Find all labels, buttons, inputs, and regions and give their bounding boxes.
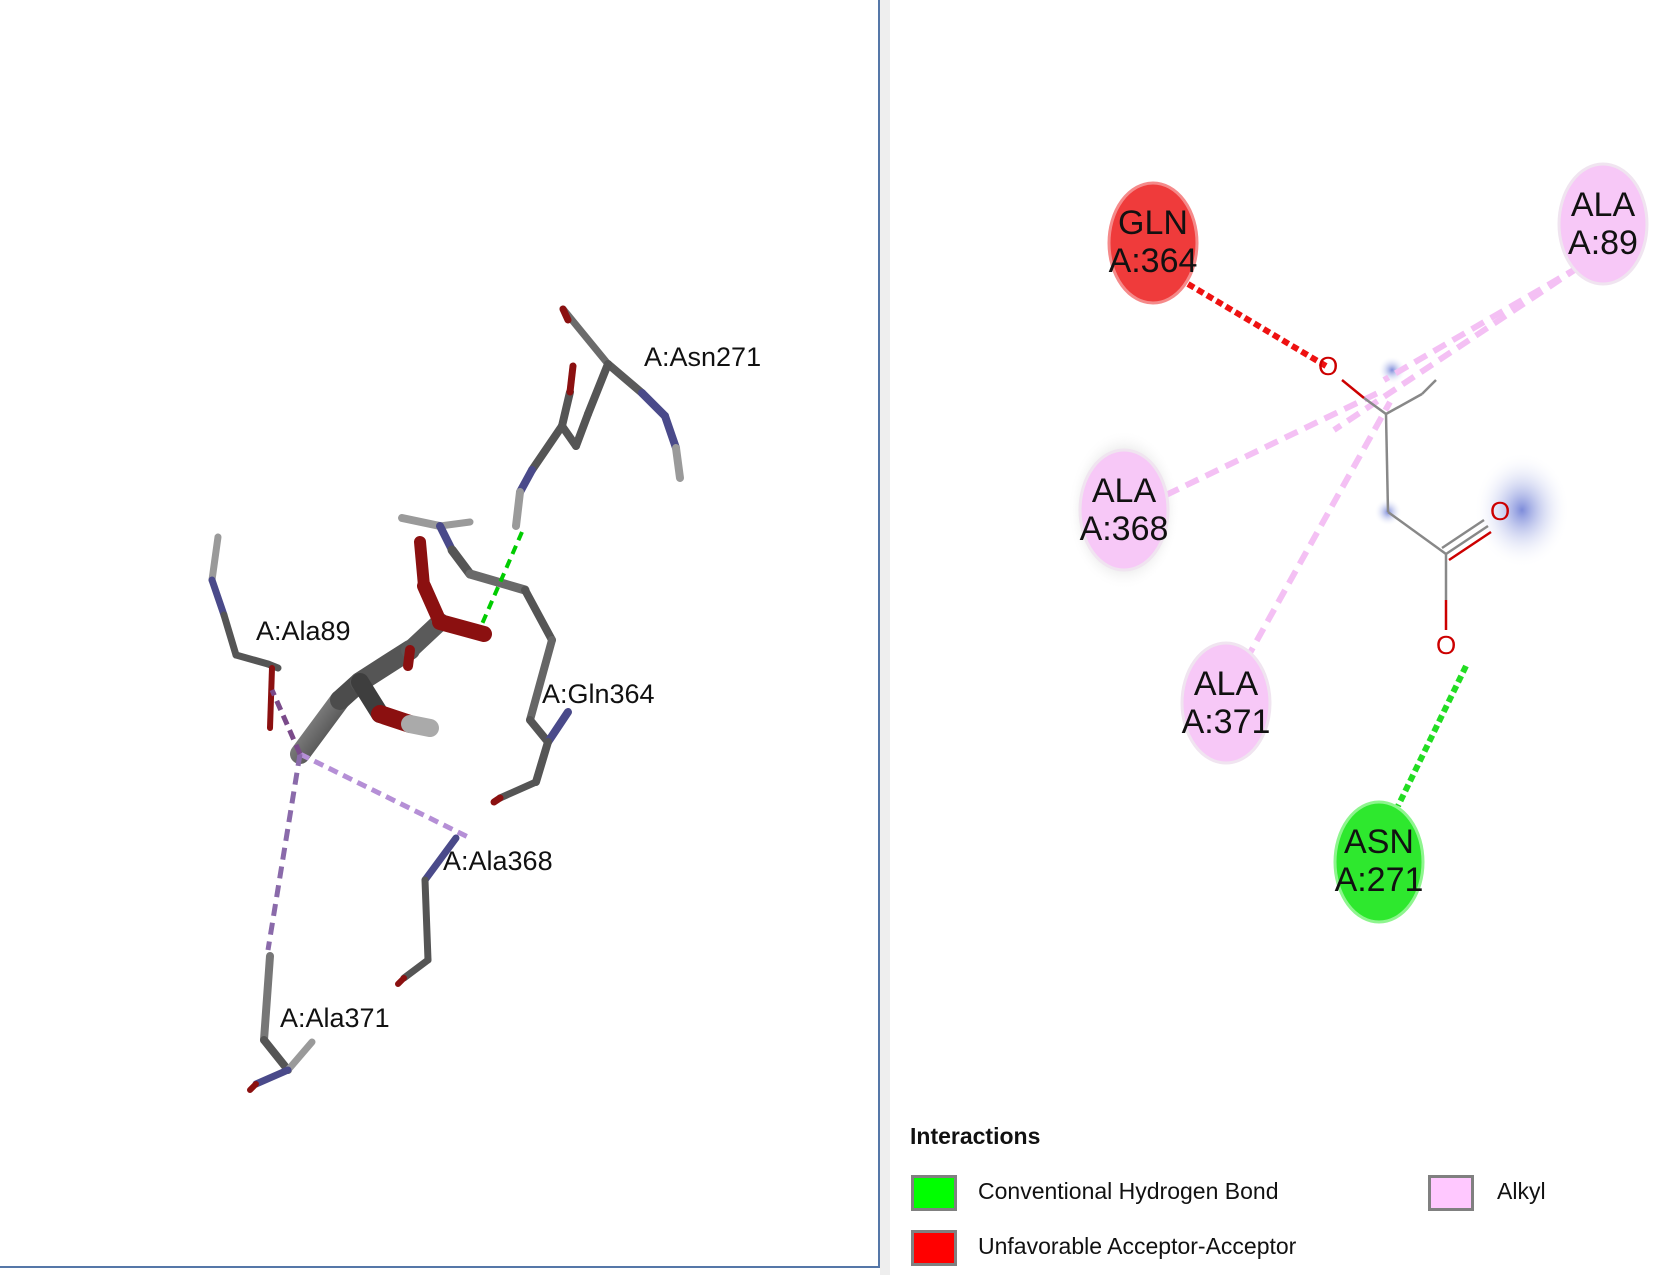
legend-label-hbond: Conventional Hydrogen Bond — [978, 1178, 1279, 1204]
ligand-sticks — [290, 536, 492, 764]
acceptor-acceptor-line — [1186, 281, 1328, 369]
3d-view-panel[interactable]: A:Asn271 A:Ala89 A:Gln364 A:Ala368 A:Ala… — [0, 0, 880, 1268]
3d-view-canvas: A:Asn271 A:Ala89 A:Gln364 A:Ala368 A:Ala… — [208, 305, 761, 1093]
residue-name: ALA — [1092, 472, 1157, 510]
3d-interaction-lines — [265, 531, 524, 951]
alkyl-line — [1332, 264, 1581, 433]
residue-disc — [1107, 181, 1199, 305]
residue-name: ASN — [1344, 823, 1414, 861]
2d-diagram-canvas: O O O GLN A:364 ALA A:89 ALA A:368 ALA — [1068, 162, 1649, 924]
label-ala89-3d: A:Ala89 — [256, 616, 351, 646]
oxygen-atom-label: O — [1436, 630, 1456, 660]
hbond-dash-3d — [480, 531, 524, 625]
residue-id: A:271 — [1335, 861, 1424, 899]
residue-name: ALA — [1571, 186, 1636, 224]
residue-disc — [1557, 162, 1649, 286]
residue-ala371[interactable]: ALA A:371 — [1180, 641, 1272, 765]
2d-interaction-lines — [1164, 264, 1581, 808]
label-ala368-3d: A:Ala368 — [443, 846, 553, 876]
legend-swatch-acceptor-acceptor — [911, 1230, 957, 1266]
legend-swatch-hbond — [911, 1175, 957, 1211]
residue-disc — [1180, 641, 1272, 765]
residue-id: A:371 — [1182, 703, 1271, 741]
legend-label-acceptor-acceptor: Unfavorable Acceptor-Acceptor — [978, 1233, 1297, 1259]
label-asn271-3d: A:Asn271 — [644, 342, 761, 372]
oxygen-atom-label: O — [1318, 351, 1338, 381]
residue-disc — [1078, 448, 1170, 572]
residue-name: GLN — [1118, 204, 1188, 242]
panel-divider[interactable] — [880, 0, 890, 1275]
oxygen-atom-label: O — [1490, 496, 1510, 526]
label-ala371-3d: A:Ala371 — [280, 1003, 390, 1033]
residue-gln364-sticks — [398, 514, 572, 806]
alkyl-dash-3d — [269, 688, 303, 756]
halo-o1 — [1474, 452, 1570, 568]
residue-ala371-sticks — [247, 952, 316, 1093]
residue-asn271-sticks — [512, 305, 684, 530]
residue-ala89[interactable]: ALA A:89 — [1557, 162, 1649, 286]
residue-id: A:364 — [1109, 242, 1198, 280]
residue-name: ALA — [1194, 665, 1259, 703]
legend-label-alkyl: Alkyl — [1497, 1178, 1546, 1204]
residue-id: A:89 — [1568, 224, 1638, 262]
residue-ala368[interactable]: ALA A:368 — [1078, 448, 1170, 572]
residue-gln364[interactable]: GLN A:364 — [1107, 181, 1199, 305]
alkyl-line — [1164, 387, 1386, 498]
alkyl-line — [1243, 400, 1393, 662]
alkyl-line — [1382, 264, 1581, 383]
label-gln364-3d: A:Gln364 — [542, 679, 655, 709]
legend-swatch-alkyl — [1428, 1175, 1474, 1211]
residue-asn271[interactable]: ASN A:271 — [1333, 800, 1425, 924]
2d-diagram-panel: O O O GLN A:364 ALA A:89 ALA A:368 ALA — [890, 0, 1654, 1275]
residue-id: A:368 — [1080, 510, 1169, 548]
residue-disc — [1333, 800, 1425, 924]
alkyl-dash-3d — [298, 751, 472, 841]
residue-ala368-sticks — [395, 834, 460, 987]
hbond-line — [1395, 664, 1469, 808]
ligand-skeleton — [1341, 379, 1492, 630]
residue-ala89-sticks — [208, 533, 282, 731]
legend-title: Interactions — [910, 1123, 1041, 1149]
alkyl-dash-3d — [265, 753, 303, 951]
